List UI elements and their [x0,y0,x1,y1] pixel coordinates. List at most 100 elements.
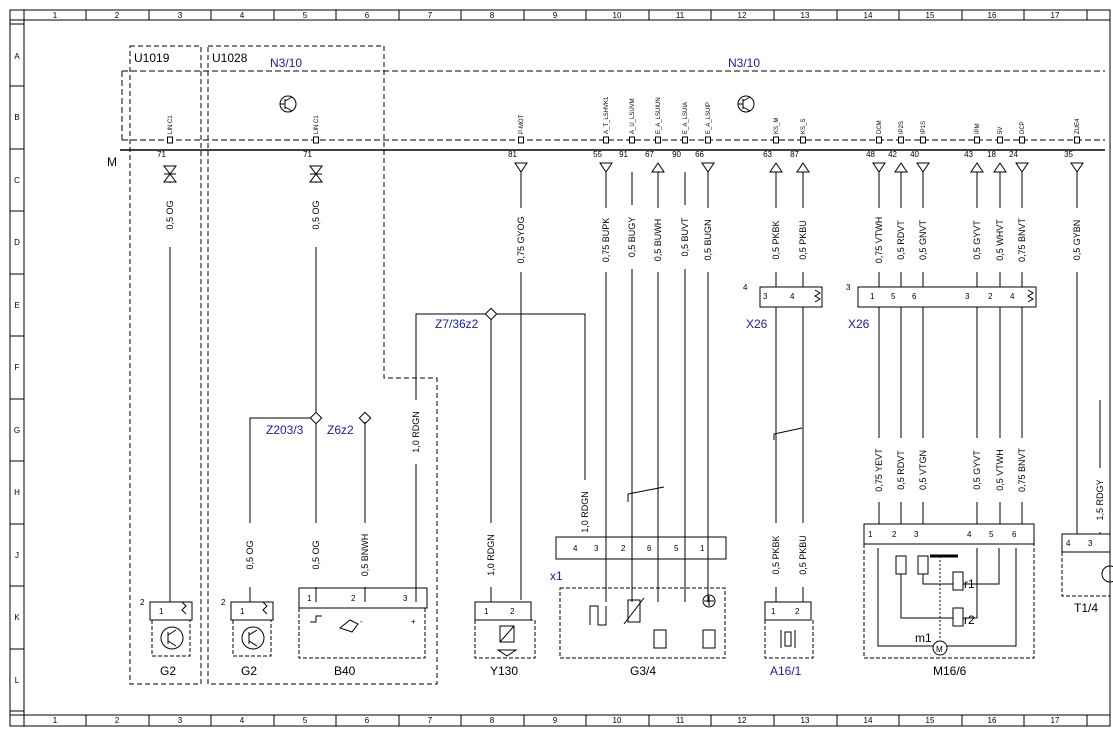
column-number: 6 [365,11,370,20]
svg-text:3: 3 [914,530,919,539]
module-pin: KS_S87 [790,119,810,173]
g2-label-u1028: G2 [241,664,257,678]
column-number: 3 [178,11,183,20]
wire-label: 0,75 BNVT [1017,447,1027,492]
svg-text:4: 4 [1010,292,1015,301]
column-number: 1 [53,716,58,725]
u1028-boundary [207,45,438,685]
wire-label: 0,5 BNWH [360,534,370,577]
pin-signal-label: P-MOT [519,114,525,134]
pin-signal-label: ZUE4 [1075,118,1081,134]
pin-number: 71 [303,150,312,159]
svg-text:4: 4 [743,283,748,292]
wire-label: 0,75 GYOG [516,216,526,263]
z6-label: Z6z2 [327,423,354,437]
column-number: 14 [864,716,873,725]
wire-label: 0,5 GYVT [972,450,982,490]
pin-signal-label: KS_M [774,118,780,134]
wire-label: 0,5 RDVT [896,450,906,490]
column-number: 9 [553,716,558,725]
svg-text:6: 6 [912,292,917,301]
svg-text:6: 6 [647,544,652,553]
m166-label: M16/6 [933,664,967,678]
svg-text:5: 5 [674,544,679,553]
svg-text:1: 1 [159,607,164,616]
column-number: 16 [988,716,997,725]
pin-signal-label: A_U_LSUVM [630,98,636,134]
transistor-symbol-left [279,95,297,113]
pin-number: 67 [645,150,654,159]
svg-text:5: 5 [891,292,896,301]
svg-text:3: 3 [403,594,408,603]
r2-label: r2 [964,613,975,627]
svg-text:M: M [936,645,943,654]
column-number: 8 [490,716,495,725]
svg-text:1: 1 [771,607,776,616]
column-number: 17 [1051,11,1060,20]
m1-label: m1 [915,631,932,645]
pin-signal-label: 5V [998,127,1004,134]
column-number: 13 [801,716,810,725]
column-number: 12 [738,11,747,20]
column-number: 4 [240,716,245,725]
pin-number: 81 [508,150,517,159]
pin-signal-label: IP1S [921,121,927,134]
m-rail-label: M [107,155,117,169]
pin-signal-label: IP2S [899,121,905,134]
svg-text:1: 1 [868,530,873,539]
column-number: 16 [988,11,997,20]
x1-label: x1 [550,569,563,583]
wire-label: 0,5 GYVT [972,220,982,260]
z203-label: Z203/3 [266,423,304,437]
wire-label: 0,5 PKBU [798,535,808,575]
u1019-label: U1019 [134,51,170,65]
svg-text:+: + [411,617,416,626]
wire-label: 0,75 BNVT [1017,217,1027,262]
row-letter: H [14,488,20,497]
n310-left-label: N3/10 [270,56,302,70]
svg-text:3: 3 [763,292,768,301]
wire-label: 0,5 BUWH [653,219,663,262]
wire-label: 1,0 RDGN [486,534,496,576]
svg-text:2: 2 [351,594,356,603]
row-letter: J [15,551,19,560]
wire-label: 0,5 PKBK [771,535,781,574]
wire-label: 0,5 GNVT [918,219,928,260]
t14-label: T1/4 [1074,601,1098,615]
svg-text:1: 1 [240,607,245,616]
pin-signal-label: DCM [877,120,883,134]
g2-label-u1019: G2 [160,664,176,678]
x26-right-label: X26 [848,317,870,331]
svg-text:3: 3 [594,544,599,553]
x26-left-connector: 4 3 4 [743,283,823,308]
wire-label: 1,0 RDGN [411,411,421,453]
wire-label: 0,5 WHVT [995,219,1005,261]
t14-ignition-coil: 4 3 [1061,533,1113,597]
pin-number: 87 [790,150,799,159]
wire-label: 0,5 OG [311,540,321,569]
wire-label: 0,5 BUGN [703,219,713,260]
pin-number: 55 [593,150,602,159]
svg-text:3: 3 [1088,539,1093,548]
column-number: 10 [613,716,622,725]
module-pin: KS_M63 [763,118,783,173]
column-number: 7 [428,11,433,20]
svg-text:4: 4 [790,292,795,301]
a161-knock-sensor: 1 2 [764,601,814,659]
svg-text:1: 1 [870,292,875,301]
svg-text:2: 2 [221,598,226,607]
column-number: 10 [613,11,622,20]
wire-label: 0,5 BUVT [680,217,690,257]
svg-text:2: 2 [510,607,515,616]
